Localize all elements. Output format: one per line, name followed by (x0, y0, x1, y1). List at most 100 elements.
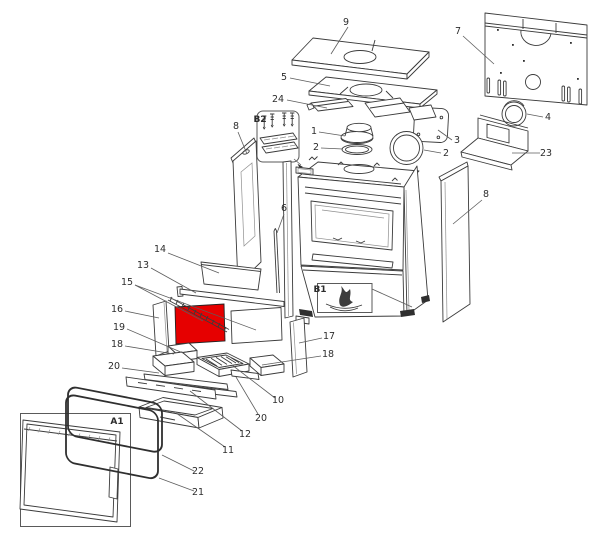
part-label-14: 14 (154, 244, 166, 255)
leader-line-2 (423, 149, 442, 154)
part-label-8: 8 (483, 189, 489, 200)
door-glass-panel (19, 419, 121, 523)
stove-feet (299, 295, 430, 317)
leader-line-3 (437, 129, 453, 141)
part-label-24: 24 (272, 94, 284, 105)
part-label-8: 8 (233, 121, 239, 132)
leader-line-21 (158, 477, 195, 492)
part-15-firebrick-right (230, 307, 283, 344)
part-21-door-gasket-loop (65, 394, 159, 480)
a1-box (20, 413, 131, 527)
part-label-23: 23 (540, 148, 552, 159)
panel-notch-arc (520, 29, 552, 46)
part-label-4: 4 (545, 112, 551, 123)
stove-body (282, 156, 430, 325)
leader-line-15 (134, 284, 204, 322)
stove-top-flue-opening (343, 164, 375, 174)
part-1-flue-collar (340, 122, 374, 144)
part-label-20: 20 (255, 413, 267, 424)
stove-front (297, 176, 405, 271)
leader-line-8 (237, 131, 248, 155)
leader-line-8 (452, 199, 483, 225)
part-label-20: 20 (108, 361, 120, 372)
b2-screws (262, 112, 295, 130)
part-9-flue-hole (343, 50, 377, 64)
part-7-rear-panel (484, 12, 588, 106)
leader-line-10 (231, 364, 276, 399)
part-label-18: 18 (322, 349, 334, 360)
vent-slots (486, 77, 583, 105)
part-14-baffle-deflector (200, 261, 262, 291)
part-label-B2: B2 (253, 115, 266, 125)
panel-rivets (497, 29, 579, 80)
part-label-1: 1 (311, 126, 317, 137)
part-label-3: 3 (454, 135, 460, 146)
leader-line-18 (261, 355, 322, 366)
b2-box (256, 110, 300, 163)
part-label-22: 22 (192, 466, 204, 477)
part-16-side-brick-left (152, 300, 170, 357)
part-9-top-plate (291, 37, 430, 80)
leader-line-19 (126, 328, 184, 354)
front-left-trim (282, 160, 294, 319)
b1-box (317, 283, 373, 313)
part-label-10: 10 (272, 395, 284, 406)
part-13-support-bar (176, 286, 285, 307)
leader-line-17 (298, 337, 323, 344)
part-label-A1: A1 (110, 417, 123, 427)
leader-line-15 (134, 284, 257, 331)
part-label-12: 12 (239, 429, 251, 440)
part-label-17: 17 (323, 331, 335, 342)
leader-line-7 (462, 35, 495, 65)
b2-rail-plate (261, 141, 299, 154)
part-6-operating-rod (273, 228, 280, 294)
part-17-side-brick-right (289, 317, 308, 378)
part-label-13: 13 (137, 260, 149, 271)
leader-line-12 (189, 390, 243, 432)
leader-line-9 (330, 26, 349, 55)
b2-arrowhead (297, 163, 303, 168)
part-2-sealing-ring-top (341, 144, 373, 155)
leader-line-16 (124, 310, 160, 319)
part-label-2: 2 (313, 142, 319, 153)
leader-line-14 (167, 252, 220, 274)
part-label-19: 19 (113, 322, 125, 333)
leader-line-4 (526, 113, 544, 118)
part-22-door-gasket-loop (67, 386, 163, 453)
top-clamps (308, 156, 398, 182)
part-8-side-panel-left (230, 137, 262, 285)
leader-line-11 (175, 412, 226, 448)
leader-line-24 (286, 99, 328, 109)
leader-line-13 (150, 267, 197, 294)
part-4-flue-collar-rear (501, 100, 527, 127)
leader-line-6 (276, 213, 285, 234)
part-label-21: 21 (192, 487, 204, 498)
andirons (332, 237, 366, 244)
part-label-B1: B1 (313, 285, 326, 295)
part-label-18: 18 (111, 339, 123, 350)
b2-fixing-kit (256, 110, 303, 168)
door-handle (108, 466, 119, 500)
part-label-6: 6 (281, 203, 287, 214)
part-label-7: 7 (455, 26, 461, 37)
part-label-11: 11 (222, 445, 234, 456)
leader-line-22 (161, 454, 195, 472)
part-label-9: 9 (343, 17, 349, 28)
leader-line-2 (320, 147, 344, 150)
part-label-5: 5 (281, 72, 287, 83)
leader-line-18 (124, 345, 175, 355)
part-label-16: 16 (111, 304, 123, 315)
leader-line-20 (121, 367, 160, 374)
leader-line-1 (318, 131, 346, 137)
part-2-sealing-ring-rear (389, 131, 424, 165)
b2-rail-plate (259, 132, 298, 145)
part-23-rear-bracket (460, 114, 529, 171)
a1-door-assembly (19, 386, 163, 527)
part-18-brick-right (249, 354, 285, 376)
part-24-baffle-plates (306, 97, 437, 121)
part-13-gasket-rope (167, 296, 230, 333)
part-label-2: 2 (443, 148, 449, 159)
